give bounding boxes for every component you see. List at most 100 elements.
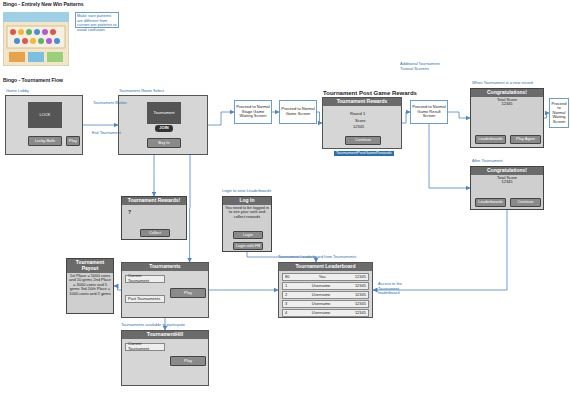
button: Leaderboards xyxy=(475,135,506,144)
annotation: Login to view Leaderboards xyxy=(222,189,271,194)
header-bar: Tournament Leaderboard xyxy=(279,263,372,271)
header-bar: TournamentHill xyxy=(122,331,208,339)
flow-arrow xyxy=(83,125,118,126)
node-text: Continue xyxy=(517,200,533,205)
screen-mockup: Tournament Leaderboard80You123451Usernam… xyxy=(278,262,373,318)
node-text: Buy In xyxy=(158,141,169,146)
screen-mockup: Tournament Room SelectTournamentJOINBuy … xyxy=(118,95,208,155)
list-row: Current Tournament xyxy=(125,343,165,351)
body-text: Total Score12345 xyxy=(471,97,543,108)
button: Play xyxy=(66,136,80,146)
annotation: Tournament Leaderboard from Tournaments xyxy=(278,255,356,260)
button: Play xyxy=(170,356,206,366)
annotation: Tournament Button xyxy=(93,101,127,106)
process-box: Proceed to Normal Stage Game Waiting Scr… xyxy=(234,100,272,124)
annotation: Access to the Tournament leaderboard xyxy=(378,282,418,296)
node-text: 12345 xyxy=(472,180,542,185)
annotation: 12345 xyxy=(353,125,364,130)
header-bar: Log In xyxy=(223,197,271,205)
node-text: Continue xyxy=(355,138,371,143)
header-bar: Tournament Rewards! xyxy=(122,197,186,205)
dialog-mockup: Tournament Payout1st Place = 5000 coins … xyxy=(66,258,114,314)
body-text: Total Score12345 xyxy=(471,175,543,186)
list-row: Past Tournaments xyxy=(125,295,165,303)
diagram-title: Bingo - Entirely New Win Patterns xyxy=(3,2,84,8)
screen-heading: Tournament Post Game Rewards xyxy=(323,90,417,97)
node-text: Past Tournaments xyxy=(128,297,160,302)
annotation: TournamentPostGameRewards xyxy=(334,151,394,156)
button: Lucky Balls xyxy=(28,136,62,146)
node-text: Leaderboards xyxy=(478,200,503,205)
flow-arrow xyxy=(402,112,410,123)
flow-arrow xyxy=(208,112,234,125)
annotation: When Tournament is a new record xyxy=(472,81,533,86)
node-text: Leaderboards xyxy=(478,137,503,142)
node-text: Proceed to Normal Waiting Screen xyxy=(551,102,567,125)
screen-heading: Tournament Room Select xyxy=(119,89,164,94)
list-row: Current Tournament xyxy=(125,275,165,283)
node-text: Current Tournament xyxy=(128,274,162,283)
node-text: Proceed to Normal Game Screen xyxy=(281,107,315,116)
node-text: Play xyxy=(184,359,192,364)
flow-arrow xyxy=(209,290,278,291)
node-text: Play xyxy=(69,139,77,144)
node-text: Lucky Balls xyxy=(35,139,55,144)
annotation: ? xyxy=(128,210,131,216)
node-text: Login xyxy=(243,233,253,238)
header-bar: Congratulations! xyxy=(471,89,543,97)
flow-arrow xyxy=(189,155,190,262)
flow-arrow xyxy=(448,112,470,118)
node-text: Proceed to Normal Stage Game Waiting Scr… xyxy=(236,105,270,119)
node-text: 4 xyxy=(285,311,287,316)
process-box: Proceed to Normal Waiting Screen xyxy=(549,98,569,128)
button: Play Again xyxy=(510,135,541,144)
node-text: 2 xyxy=(285,293,287,298)
dialog-mockup: Log InYou need to be logged in to see yo… xyxy=(222,196,272,252)
node-text: Collect xyxy=(149,231,161,236)
node-text: Proceed to Normal Game Result Screen xyxy=(412,105,446,119)
process-box: Proceed to Normal Game Screen xyxy=(279,100,317,124)
node-text: 80 xyxy=(285,275,289,280)
flow-arrow xyxy=(429,124,470,188)
header-bar: Tournaments xyxy=(122,263,208,271)
button: Play xyxy=(170,288,206,298)
flow-arrow xyxy=(114,286,121,290)
list-row: 80You12345 xyxy=(282,273,369,281)
node-text: 1st Place = 5000 coins and 10 gems 2nd P… xyxy=(68,274,112,297)
node-text: Make sure patterns are different from cu… xyxy=(77,13,117,32)
screen-mockup: TournamentHillCurrent TournamentPlay xyxy=(121,330,209,386)
node-text: Username xyxy=(312,293,330,298)
header-bar: Tournament Rewards xyxy=(323,98,401,106)
node-text: 12345 xyxy=(355,275,366,280)
dialog-mockup: Congratulations!Total Score12345Leaderbo… xyxy=(470,166,544,210)
panel: LOCK xyxy=(28,102,62,128)
node-text: JOIN xyxy=(159,126,168,131)
list-row: 3Username12345 xyxy=(282,300,369,308)
node-text: 12345 xyxy=(472,102,542,107)
button: Buy In xyxy=(147,138,181,148)
badge: JOIN xyxy=(155,125,173,132)
panel: Tournament xyxy=(147,102,181,124)
button: Login with FB xyxy=(233,242,263,250)
annotation: Bingo - Tournament Flow xyxy=(3,78,63,84)
node-text: Username xyxy=(312,311,330,316)
note-box: Make sure patterns are different from cu… xyxy=(75,12,119,28)
screen-mockup: Game LobbyLOCKLucky BallsPlay xyxy=(5,95,83,155)
screen-heading: Game Lobby xyxy=(6,89,29,94)
node-text: 12345 xyxy=(355,284,366,289)
node-text: Play xyxy=(184,291,192,296)
screen-mockup: TournamentsCurrent TournamentPast Tourna… xyxy=(121,262,209,318)
node-text: You need to be logged in to see your ran… xyxy=(224,206,270,220)
flow-arrow xyxy=(272,112,279,113)
node-text: Login with FB xyxy=(236,244,260,249)
annotation: Additional Tournament Tutorial Screens xyxy=(400,62,446,71)
header-bar: Congratulations! xyxy=(471,167,543,175)
flow-arrow xyxy=(154,155,155,196)
button: Login xyxy=(233,231,263,239)
body-text: You need to be logged in to see your ran… xyxy=(223,205,271,221)
list-row: 4Username12345 xyxy=(282,309,369,317)
button: Continue xyxy=(345,136,381,145)
annotation: Score xyxy=(355,119,365,124)
list-row: 2Username12345 xyxy=(282,291,369,299)
